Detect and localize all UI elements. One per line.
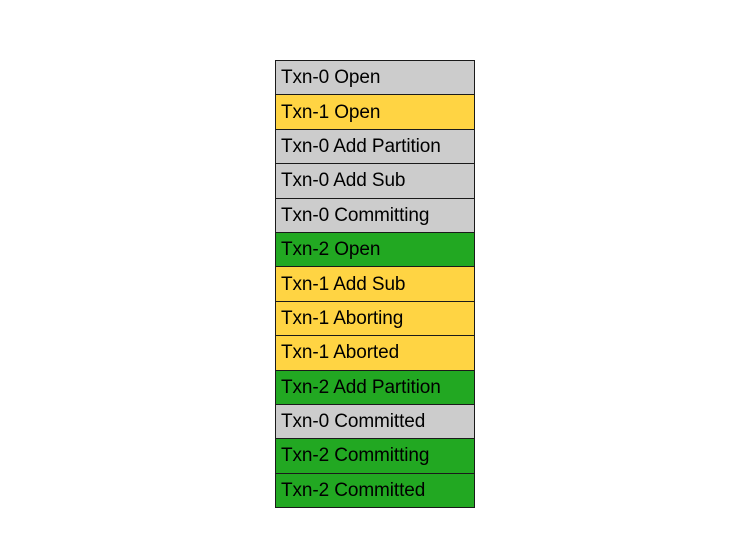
event-row: Txn-1 Aborting	[276, 301, 474, 337]
event-row: Txn-2 Open	[276, 232, 474, 268]
event-row: Txn-2 Add Partition	[276, 370, 474, 405]
event-row: Txn-0 Open	[276, 61, 474, 96]
event-row: Txn-1 Aborted	[276, 336, 474, 371]
event-row: Txn-1 Add Sub	[276, 267, 474, 302]
event-row: Txn-2 Committing	[276, 439, 474, 474]
event-row-label: Txn-0 Open	[281, 67, 381, 89]
event-row-label: Txn-2 Committed	[281, 479, 426, 501]
event-row: Txn-1 Open	[276, 95, 474, 130]
event-row-label: Txn-0 Add Partition	[281, 135, 441, 157]
event-row-label: Txn-1 Aborting	[281, 307, 404, 329]
event-row: Txn-0 Committed	[276, 404, 474, 440]
event-row-label: Txn-2 Committing	[281, 445, 430, 467]
event-row-label: Txn-0 Committing	[281, 204, 430, 226]
event-row-label: Txn-0 Add Sub	[281, 170, 406, 192]
event-row-label: Txn-0 Committed	[281, 411, 426, 433]
event-row-label: Txn-2 Add Partition	[281, 376, 441, 398]
event-row-label: Txn-2 Open	[281, 239, 381, 261]
event-row-label: Txn-1 Aborted	[281, 342, 400, 364]
event-row-label: Txn-1 Open	[281, 101, 381, 123]
event-row: Txn-0 Add Partition	[276, 129, 474, 165]
event-row: Txn-0 Committing	[276, 198, 474, 233]
event-row: Txn-0 Add Sub	[276, 164, 474, 199]
event-row: Txn-2 Committed	[276, 473, 474, 508]
event-row-label: Txn-1 Add Sub	[281, 273, 406, 295]
